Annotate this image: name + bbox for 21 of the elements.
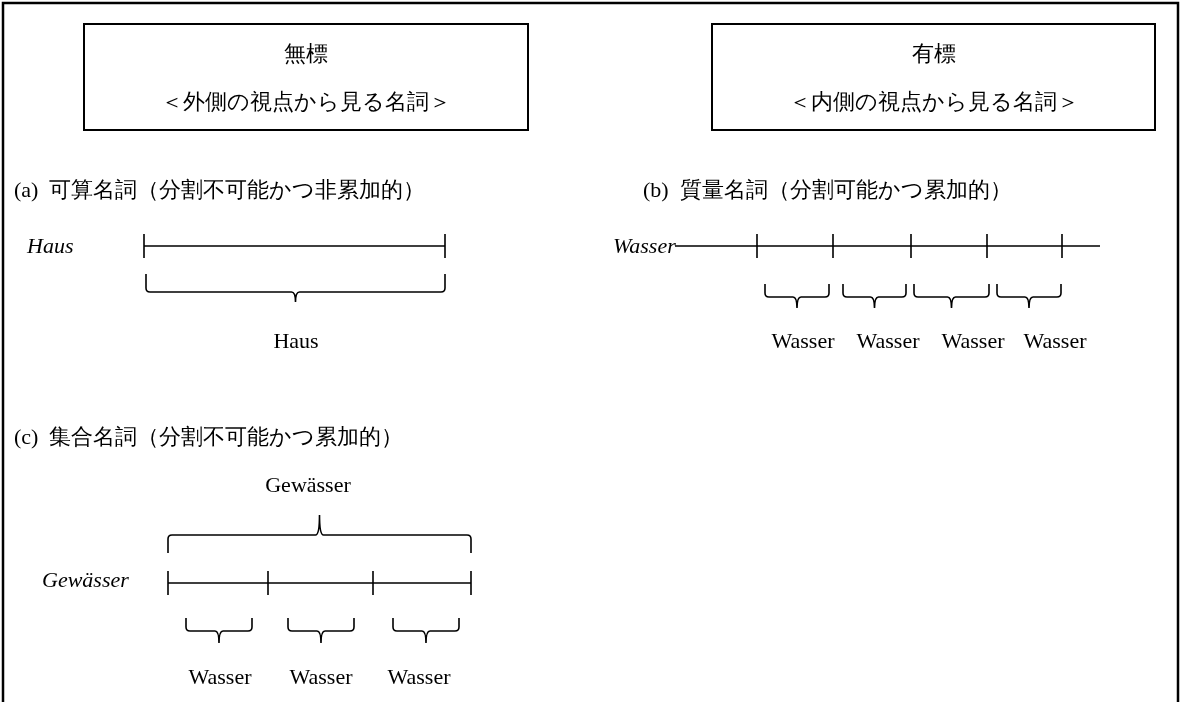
part-label: Wasser xyxy=(1023,328,1087,354)
part-label: Wasser xyxy=(289,664,353,690)
box-subtitle: ＜外側の視点から見る名詞＞ xyxy=(160,88,452,116)
part-label: Wasser xyxy=(387,664,451,690)
part-label: Wasser xyxy=(941,328,1005,354)
noun-label: Gewässer xyxy=(42,567,129,593)
part-label: Wasser xyxy=(856,328,920,354)
part-label: Haus xyxy=(273,328,319,354)
section-heading: (b) 質量名詞（分割可能かつ累加的） xyxy=(643,177,1012,203)
heading-box xyxy=(83,23,529,131)
noun-label: Wasser xyxy=(613,233,676,259)
part-label: Wasser xyxy=(188,664,252,690)
noun-label: Haus xyxy=(27,233,74,259)
section-heading: (a) 可算名詞（分割不可能かつ非累加的） xyxy=(14,177,426,203)
box-subtitle: ＜内側の視点から見る名詞＞ xyxy=(787,88,1080,116)
heading-box xyxy=(711,23,1156,131)
box-heading: 有標 xyxy=(910,40,957,68)
whole-label: Gewässer xyxy=(265,472,351,498)
part-label: Wasser xyxy=(771,328,835,354)
section-heading: (c) 集合名詞（分割不可能かつ累加的） xyxy=(14,424,404,450)
box-heading: 無標 xyxy=(283,40,329,68)
